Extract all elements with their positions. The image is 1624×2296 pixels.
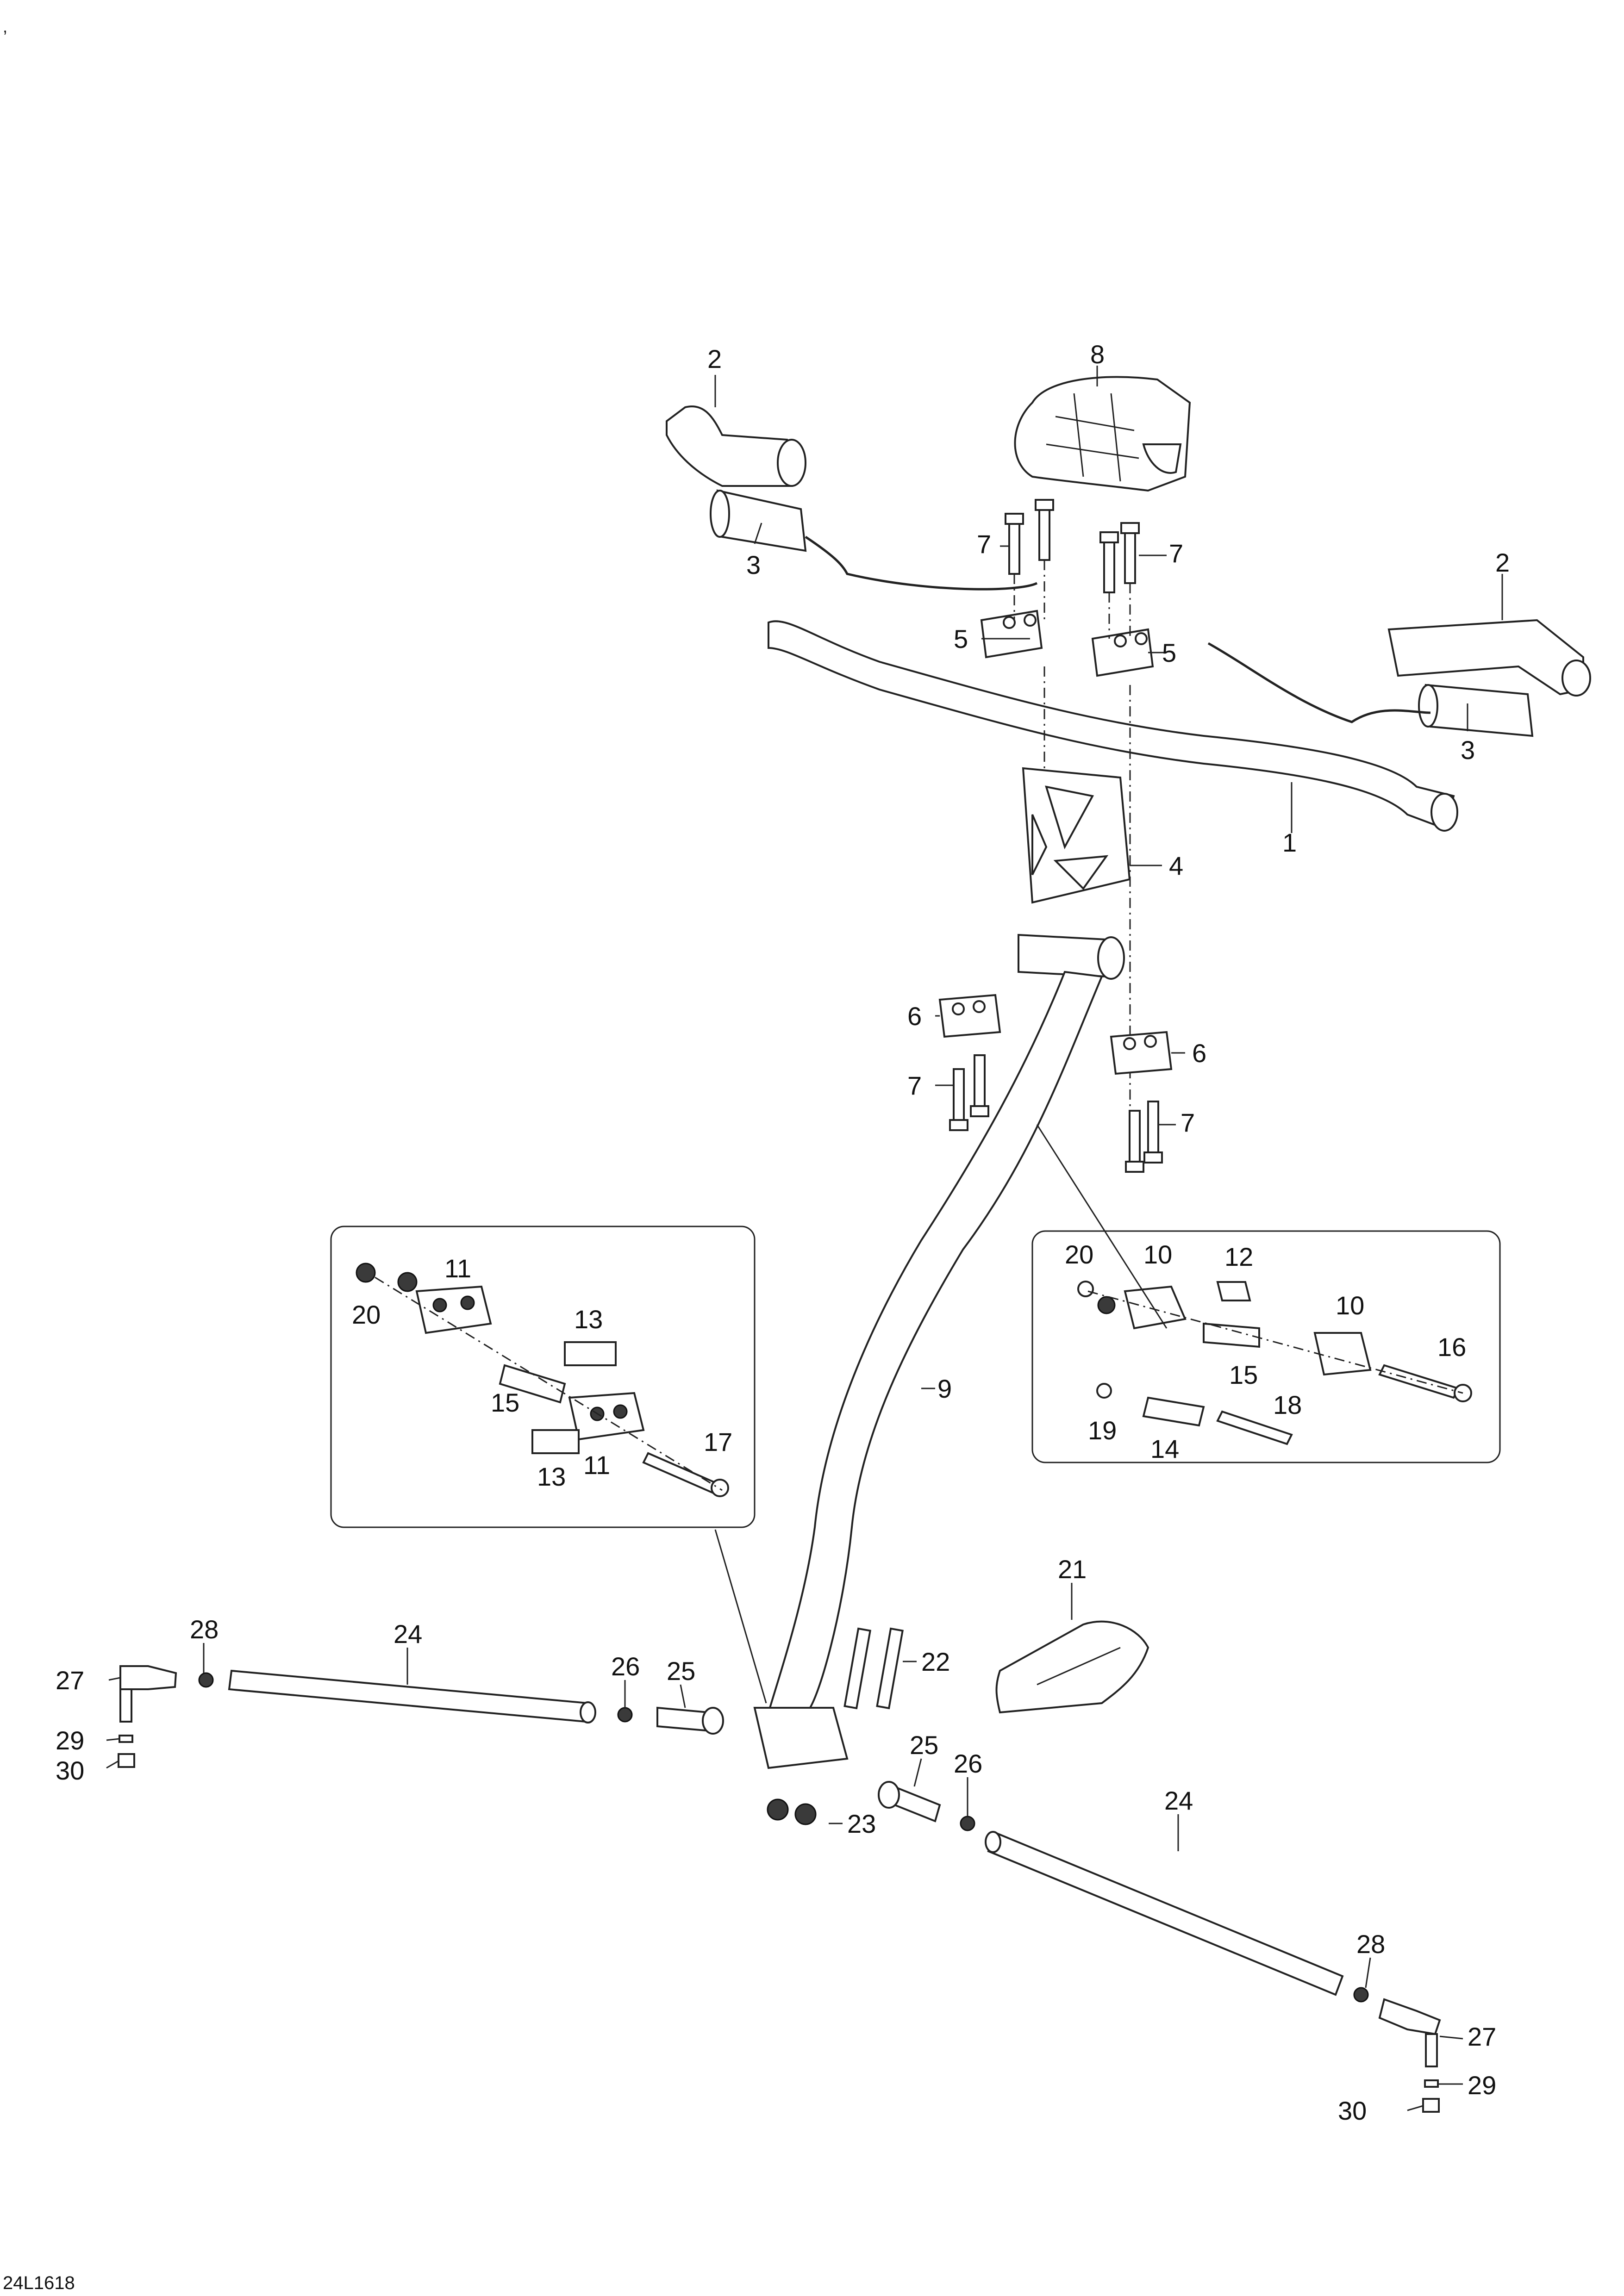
upper-bolts — [1005, 499, 1140, 1111]
callout-28-right: 28 — [1356, 1929, 1385, 1959]
callout-9: 9 — [937, 1374, 952, 1403]
callout-6-left: 6 — [907, 1002, 922, 1031]
callout-7-lower-right: 7 — [1181, 1108, 1195, 1137]
callout-4: 4 — [1169, 851, 1183, 880]
grip-left — [666, 405, 806, 487]
tie-rod-right — [878, 1781, 1441, 2113]
upper-clamp-right — [1091, 628, 1154, 677]
callout-22: 22 — [921, 1647, 950, 1676]
callout-5-right: 5 — [1162, 638, 1176, 667]
detail-box-right — [1031, 1230, 1501, 1463]
upper-clamp-left — [980, 610, 1043, 659]
callout-25-right: 25 — [910, 1730, 938, 1760]
callout-15-a: 15 — [491, 1388, 519, 1417]
callout-30-right: 30 — [1338, 2096, 1367, 2125]
lower-clamp-right — [1110, 1031, 1173, 1173]
callout-2-left: 2 — [707, 344, 722, 373]
callout-19: 19 — [1088, 1416, 1117, 1445]
callout-18: 18 — [1273, 1390, 1302, 1419]
callout-10-a: 10 — [1143, 1240, 1172, 1269]
throttle-grip-left — [710, 489, 1038, 591]
callout-2-right: 2 — [1495, 548, 1510, 577]
callout-28-left: 28 — [190, 1615, 219, 1644]
callout-12: 12 — [1224, 1242, 1253, 1271]
leader-lines — [106, 366, 1503, 2111]
callout-27-left: 27 — [56, 1666, 84, 1695]
callout-27-right: 27 — [1468, 2022, 1496, 2051]
callout-11-a: 11 — [444, 1254, 471, 1283]
callout-21: 21 — [1058, 1555, 1087, 1584]
callout-13-b: 13 — [537, 1462, 566, 1491]
callout-7-lower-left: 7 — [907, 1071, 922, 1100]
callout-24-left: 24 — [394, 1619, 422, 1649]
callout-29-right: 29 — [1468, 2071, 1496, 2100]
callout-10-b: 10 — [1336, 1291, 1364, 1320]
callout-26-left: 26 — [611, 1652, 640, 1681]
lower-clamp-left — [938, 994, 1001, 1131]
callout-30-left: 30 — [56, 1756, 84, 1785]
callout-29-left: 29 — [56, 1726, 84, 1755]
detail-leader-right — [1036, 1124, 1168, 1329]
callout-7-upper-right: 7 — [1169, 539, 1183, 568]
callout-23: 23 — [847, 1809, 876, 1838]
handlebar-pad — [1014, 376, 1191, 492]
throttle-grip-right — [1207, 642, 1534, 737]
figure-id: 24L1618 — [3, 2273, 75, 2293]
callout-3-right: 3 — [1461, 735, 1475, 765]
callout-1: 1 — [1282, 828, 1297, 857]
detail-box-left — [330, 1226, 756, 1528]
detail-leader-left — [714, 1529, 767, 1704]
handlebar-part — [768, 620, 1458, 832]
callout-15-b: 15 — [1229, 1360, 1258, 1389]
callout-6-right: 6 — [1192, 1039, 1206, 1068]
steering-column — [753, 933, 1125, 1769]
callout-16: 16 — [1437, 1332, 1466, 1362]
column-bolts — [767, 1627, 904, 1825]
tie-rod-left — [118, 1665, 724, 1768]
shield-plate — [995, 1620, 1149, 1714]
callout-11-b: 11 — [583, 1450, 610, 1480]
callout-labels: 1 2 2 3 3 4 5 5 6 6 7 7 7 7 8 9 10 10 11… — [56, 340, 1510, 2125]
callout-17: 17 — [704, 1427, 732, 1456]
callout-25-left: 25 — [667, 1656, 695, 1686]
callout-8: 8 — [1090, 340, 1105, 369]
riser-block — [1022, 767, 1131, 904]
callout-7-upper-left: 7 — [977, 529, 991, 559]
callout-13-a: 13 — [574, 1305, 603, 1334]
callout-24-right: 24 — [1164, 1786, 1193, 1815]
corner-mark: , — [3, 17, 7, 36]
callout-3-left: 3 — [746, 550, 761, 579]
callout-20-left: 20 — [352, 1300, 381, 1329]
callout-14: 14 — [1150, 1434, 1179, 1463]
grip-right — [1387, 619, 1591, 697]
callout-20-right: 20 — [1065, 1240, 1093, 1269]
callout-26-right: 26 — [954, 1749, 982, 1778]
callout-5-left: 5 — [954, 624, 968, 653]
